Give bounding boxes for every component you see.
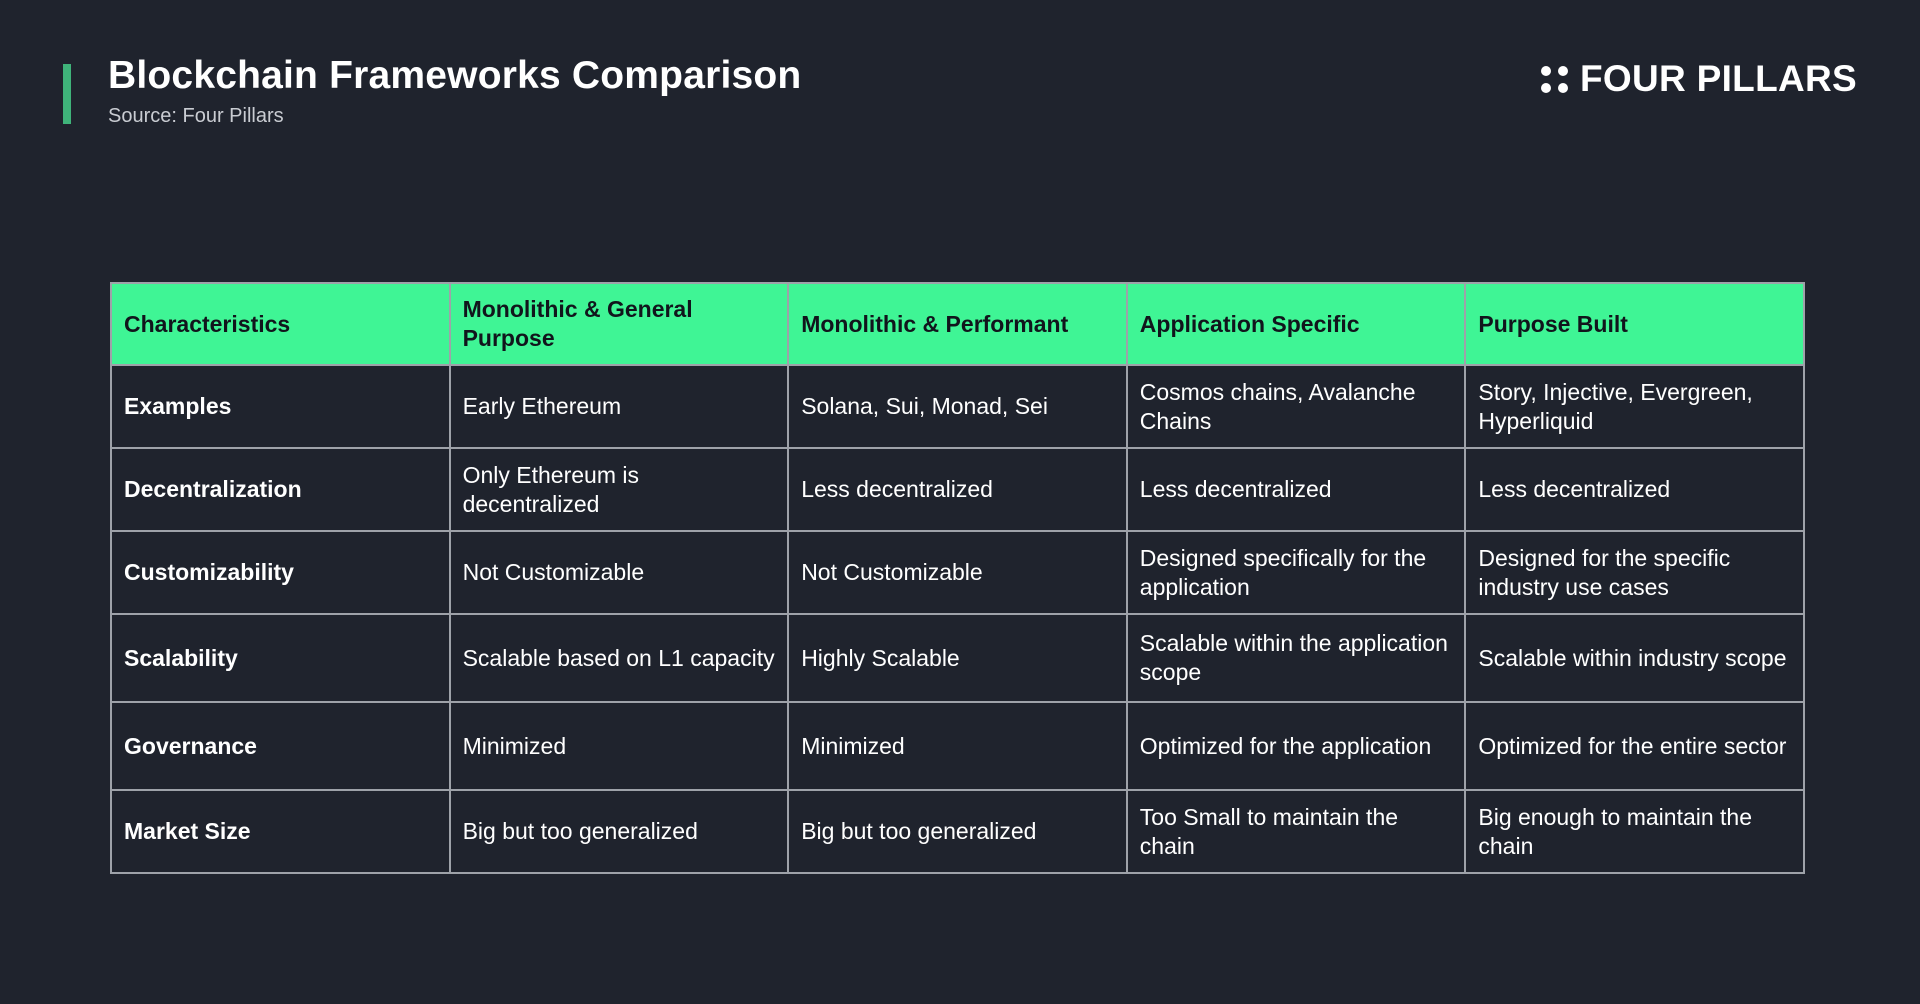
table-row: Examples Early Ethereum Solana, Sui, Mon… — [110, 364, 1805, 449]
table-cell: Big enough to maintain the chain — [1464, 789, 1805, 874]
table-row: Customizability Not Customizable Not Cus… — [110, 530, 1805, 615]
table-cell: Cosmos chains, Avalanche Chains — [1125, 364, 1467, 449]
table-cell: Big but too generalized — [448, 789, 790, 874]
table-cell: Minimized — [448, 701, 790, 791]
table-cell: Highly Scalable — [787, 613, 1128, 703]
column-header: Monolithic & General Purpose — [448, 282, 790, 366]
column-header: Application Specific — [1125, 282, 1467, 366]
brand-logo: FOUR PILLARS — [1541, 58, 1857, 100]
table-row: Governance Minimized Minimized Optimized… — [110, 701, 1805, 791]
column-header: Characteristics — [110, 282, 451, 366]
table-cell: Minimized — [787, 701, 1128, 791]
table-cell: Big but too generalized — [787, 789, 1128, 874]
row-label: Governance — [110, 701, 451, 791]
page-title: Blockchain Frameworks Comparison — [108, 54, 802, 97]
row-label: Examples — [110, 364, 451, 449]
table-cell: Scalable within the application scope — [1125, 613, 1467, 703]
column-header: Purpose Built — [1464, 282, 1805, 366]
table-cell: Less decentralized — [1464, 447, 1805, 532]
row-label: Market Size — [110, 789, 451, 874]
comparison-table: Characteristics Monolithic & General Pur… — [110, 282, 1805, 874]
table-cell: Scalable within industry scope — [1464, 613, 1805, 703]
table-header-row: Characteristics Monolithic & General Pur… — [110, 282, 1805, 366]
title-accent-bar — [63, 64, 71, 124]
table-cell: Not Customizable — [787, 530, 1128, 615]
table-cell: Less decentralized — [787, 447, 1128, 532]
four-dots-icon — [1541, 65, 1569, 93]
table-cell: Optimized for the entire sector — [1464, 701, 1805, 791]
table-cell: Too Small to maintain the chain — [1125, 789, 1467, 874]
brand-name: FOUR PILLARS — [1580, 58, 1857, 99]
table-cell: Scalable based on L1 capacity — [448, 613, 790, 703]
table-cell: Story, Injective, Evergreen, Hyperliquid — [1464, 364, 1805, 449]
table-cell: Optimized for the application — [1125, 701, 1467, 791]
table-cell: Designed specifically for the applicatio… — [1125, 530, 1467, 615]
table-row: Scalability Scalable based on L1 capacit… — [110, 613, 1805, 703]
table-cell: Early Ethereum — [448, 364, 790, 449]
table-row: Market Size Big but too generalized Big … — [110, 789, 1805, 874]
table-cell: Not Customizable — [448, 530, 790, 615]
column-header: Monolithic & Performant — [787, 282, 1128, 366]
comparison-table-container: Characteristics Monolithic & General Pur… — [110, 282, 1805, 874]
table-cell: Only Ethereum is decentralized — [448, 447, 790, 532]
table-cell: Less decentralized — [1125, 447, 1467, 532]
table-cell: Solana, Sui, Monad, Sei — [787, 364, 1128, 449]
page-subtitle: Source: Four Pillars — [108, 105, 284, 127]
row-label: Scalability — [110, 613, 451, 703]
table-cell: Designed for the specific industry use c… — [1464, 530, 1805, 615]
row-label: Customizability — [110, 530, 451, 615]
table-row: Decentralization Only Ethereum is decent… — [110, 447, 1805, 532]
row-label: Decentralization — [110, 447, 451, 532]
